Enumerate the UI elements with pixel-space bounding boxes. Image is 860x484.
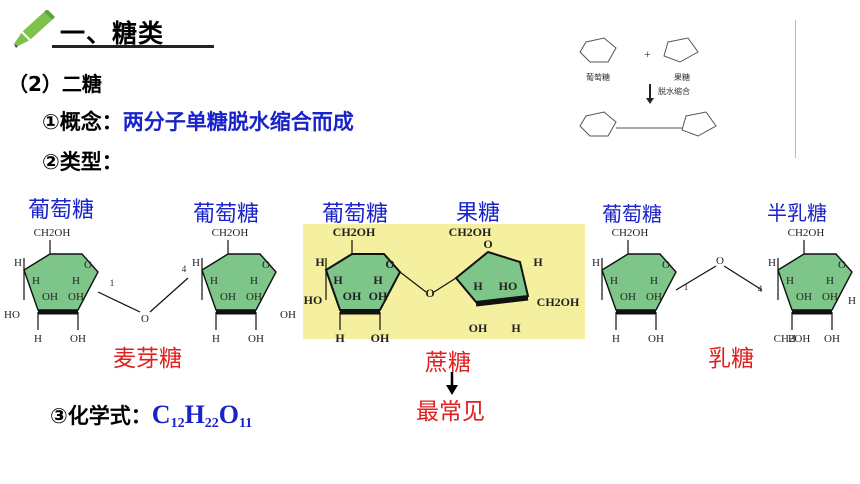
- svg-text:O: O: [662, 259, 670, 271]
- svg-text:O: O: [838, 259, 846, 271]
- svg-text:H: H: [786, 275, 794, 287]
- svg-text:OH: OH: [620, 291, 636, 303]
- svg-text:H: H: [511, 321, 521, 335]
- section-label: （2）二糖: [8, 72, 102, 96]
- types-label: ②类型：: [42, 150, 123, 174]
- svg-text:CH2OH: CH2OH: [788, 227, 825, 239]
- svg-text:4: 4: [182, 264, 187, 274]
- svg-text:H: H: [72, 275, 80, 287]
- svg-text:O: O: [425, 286, 434, 300]
- svg-text:H: H: [788, 333, 796, 345]
- concept-label: ①概念：: [42, 110, 123, 134]
- svg-text:O: O: [716, 255, 724, 267]
- svg-text:H: H: [848, 295, 856, 307]
- svg-text:OH: OH: [70, 333, 86, 345]
- maltose-glucose-label-2: 葡萄糖: [193, 202, 260, 227]
- svg-text:H: H: [212, 333, 220, 345]
- inset-glucose-label: 葡萄糖: [586, 72, 610, 82]
- svg-text:O: O: [141, 313, 149, 325]
- down-arrow-icon: [446, 372, 458, 395]
- svg-text:OH: OH: [646, 291, 662, 303]
- svg-text:OH: OH: [68, 291, 84, 303]
- svg-text:H: H: [315, 255, 325, 269]
- svg-text:H: H: [473, 279, 483, 293]
- svg-text:H: H: [250, 275, 258, 287]
- sucrose-glucose-label: 葡萄糖: [322, 202, 389, 227]
- inset-reaction-label: 脱水缩合: [658, 86, 690, 96]
- concept-value: 两分子单糖脱水缩合而成: [122, 110, 354, 134]
- page-title: 一、糖类: [60, 19, 165, 48]
- svg-text:O: O: [483, 237, 492, 251]
- svg-text:H: H: [210, 275, 218, 287]
- svg-text:H: H: [826, 275, 834, 287]
- svg-text:CH2OH: CH2OH: [333, 225, 376, 239]
- svg-text:H: H: [592, 257, 600, 269]
- inset-plus: +: [644, 47, 651, 61]
- svg-text:H: H: [373, 273, 383, 287]
- svg-text:H: H: [32, 275, 40, 287]
- sucrose-fructose-ring: [454, 250, 530, 304]
- svg-text:OH: OH: [280, 309, 296, 321]
- concept-line: ①概念：两分子单糖脱水缩合而成: [42, 106, 354, 136]
- svg-text:H: H: [14, 257, 22, 269]
- svg-text:H: H: [333, 273, 343, 287]
- svg-text:O: O: [84, 259, 92, 271]
- svg-text:CH2OH: CH2OH: [34, 227, 71, 239]
- svg-text:H: H: [768, 257, 776, 269]
- svg-text:H: H: [610, 275, 618, 287]
- svg-text:HO: HO: [4, 309, 20, 321]
- svg-text:O: O: [385, 257, 394, 271]
- svg-text:CH2OH: CH2OH: [449, 225, 492, 239]
- svg-text:OH: OH: [648, 333, 664, 345]
- svg-text:CH2OH: CH2OH: [212, 227, 249, 239]
- maltose-glucose-label-1: 葡萄糖: [28, 198, 95, 223]
- svg-text:HO: HO: [499, 279, 518, 293]
- svg-text:CH2OH: CH2OH: [774, 333, 811, 345]
- svg-text:HO: HO: [304, 293, 323, 307]
- svg-text:H: H: [34, 333, 42, 345]
- formula-line: ③化学式：C12H22O11: [50, 400, 252, 432]
- svg-text:H: H: [650, 275, 658, 287]
- maltose-name: 麦芽糖: [113, 346, 182, 372]
- divider: [795, 20, 796, 158]
- svg-text:OH: OH: [248, 333, 264, 345]
- svg-text:CH2OH: CH2OH: [612, 227, 649, 239]
- inset-fructose-label: 果糖: [674, 72, 690, 82]
- reaction-inset: + 葡萄糖 果糖 脱水缩合: [568, 28, 754, 152]
- sucrose-note: 最常见: [416, 399, 485, 425]
- svg-text:CH2OH: CH2OH: [537, 295, 580, 309]
- pencil-icon: [14, 10, 55, 48]
- svg-text:1: 1: [684, 282, 689, 292]
- formula-label: ③化学式：: [50, 404, 152, 428]
- svg-text:H: H: [612, 333, 620, 345]
- svg-text:4: 4: [758, 284, 763, 294]
- lactose-name: 乳糖: [708, 346, 754, 372]
- lactose-galactose-label: 半乳糖: [767, 201, 827, 225]
- svg-text:OH: OH: [220, 291, 236, 303]
- title-underline: [52, 45, 214, 48]
- svg-text:OH: OH: [246, 291, 262, 303]
- sucrose-fructose-label: 果糖: [456, 201, 501, 226]
- svg-text:OH: OH: [824, 333, 840, 345]
- svg-text:OH: OH: [822, 291, 838, 303]
- sucrose-name: 蔗糖: [425, 350, 471, 376]
- svg-text:OH: OH: [469, 321, 488, 335]
- svg-text:OH: OH: [371, 331, 390, 345]
- svg-text:H: H: [533, 255, 543, 269]
- svg-text:1: 1: [110, 278, 115, 288]
- svg-text:OH: OH: [796, 291, 812, 303]
- svg-text:H: H: [335, 331, 345, 345]
- svg-text:O: O: [262, 259, 270, 271]
- formula-value: C12H22O11: [151, 400, 253, 431]
- svg-text:OH: OH: [369, 289, 388, 303]
- svg-text:OH: OH: [42, 291, 58, 303]
- svg-text:OH: OH: [343, 289, 362, 303]
- svg-text:H: H: [192, 257, 200, 269]
- lactose-glucose-label: 葡萄糖: [602, 202, 662, 226]
